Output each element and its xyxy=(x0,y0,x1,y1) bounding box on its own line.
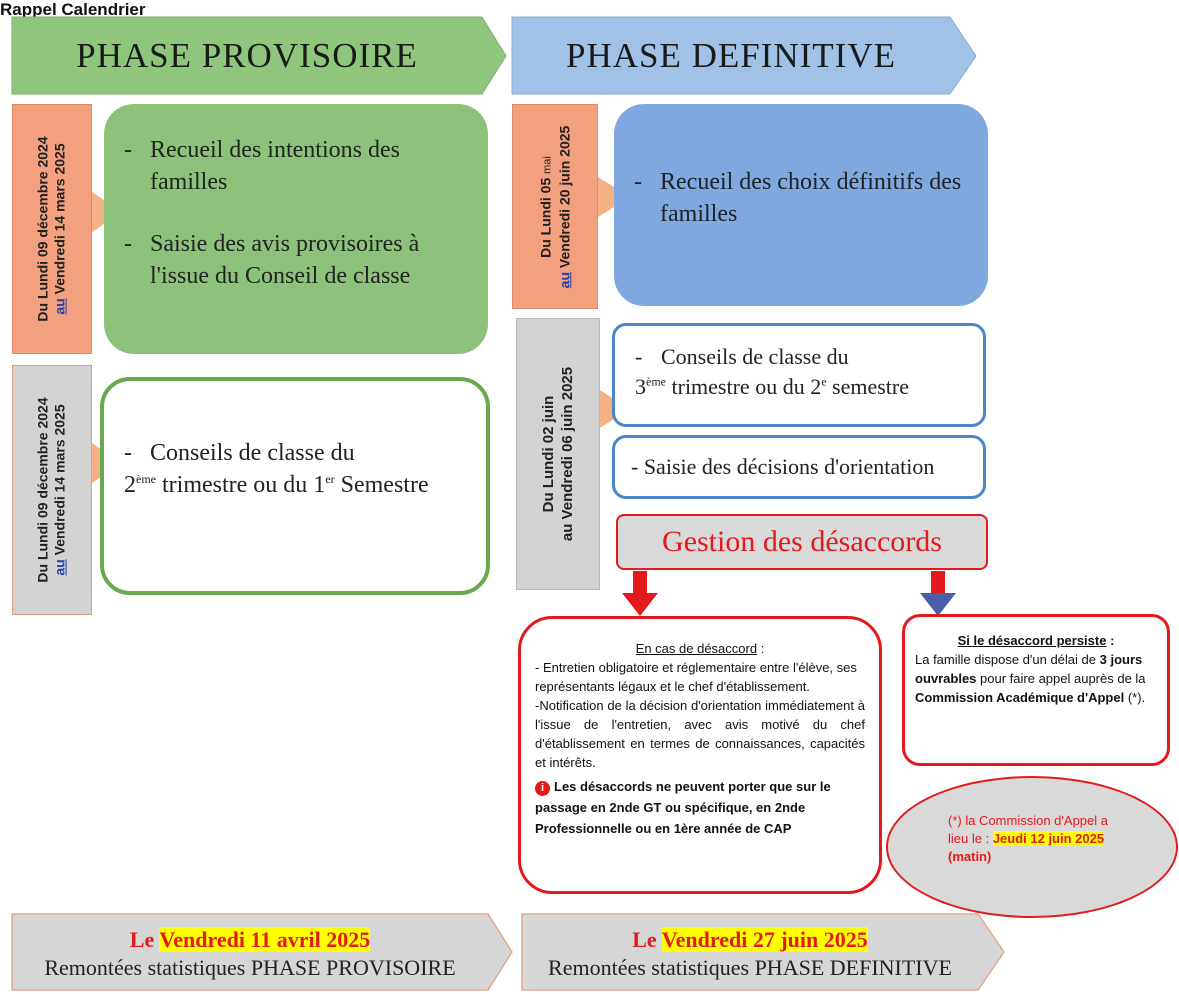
footer-right: Le Vendredi 27 juin 2025 Remontées stati… xyxy=(522,916,978,988)
list-item: - Saisie des décisions d'orientation xyxy=(631,454,935,479)
appeal-ellipse: (*) la Commission d'Appel a lieu le : Je… xyxy=(886,776,1178,918)
footer-left-text: Remontées statistiques PHASE PROVISOIRE xyxy=(44,955,456,980)
definitive-title: PHASE DEFINITIVE xyxy=(565,35,896,75)
list-item-cont: 2ème trimestre ou du 1er Semestre xyxy=(124,472,429,498)
provisoire-title: PHASE PROVISOIRE xyxy=(76,35,418,75)
arrow-down-left xyxy=(622,571,658,616)
list-item-cont: 3ème trimestre ou du 2e semestre xyxy=(635,374,909,399)
date-line: Vendredi 14 mars 2025 xyxy=(52,143,68,299)
date-line: Du Lundi 09 décembre 2024 xyxy=(35,397,51,583)
definitive-date-2: Du Lundi 02 juin au Vendredi 06 juin 202… xyxy=(516,318,600,590)
date-month: mai xyxy=(541,155,554,174)
provisoire-card-1: -Recueil des intentions des familles -Sa… xyxy=(104,104,488,354)
definitive-card-3: - Saisie des décisions d'orientation xyxy=(612,435,986,499)
date-prefix: au xyxy=(52,298,68,315)
date-line: Vendredi 14 mars 2025 xyxy=(52,404,68,560)
definitive-card-2: -Conseils de classe du 3ème trimestre ou… xyxy=(612,323,986,427)
footer-left: Le Vendredi 11 avril 2025 Remontées stat… xyxy=(12,916,488,988)
persist-heading: Si le désaccord persiste xyxy=(957,633,1107,648)
provisoire-date-1: Du Lundi 09 décembre 2024 au Vendredi 14… xyxy=(12,104,92,354)
list-item: Recueil des intentions des familles xyxy=(150,137,400,195)
case-heading: En cas de désaccord xyxy=(635,641,758,656)
date-prefix: au xyxy=(52,559,68,576)
footer-right-arrow xyxy=(521,913,1005,991)
provisoire-card-2: -Conseils de classe du 2ème trimestre ou… xyxy=(100,377,490,595)
date-line: au Vendredi 06 juin 2025 xyxy=(559,366,576,542)
info-icon: i xyxy=(535,781,550,796)
date-line: Du Lundi 02 juin xyxy=(540,395,557,513)
date-line: Du Lundi 09 décembre 2024 xyxy=(35,136,51,322)
date-line: Vendredi 20 juin 2025 xyxy=(556,125,573,272)
disagreement-persist-box: Si le désaccord persiste : La famille di… xyxy=(902,614,1170,766)
footer-right-text: Remontées statistiques PHASE DEFINITIVE xyxy=(548,955,952,980)
persist-paragraph: La famille dispose d'un délai de 3 jours… xyxy=(915,652,1146,705)
definitive-card-1: -Recueil des choix définitifs des famill… xyxy=(614,104,988,306)
list-item: Conseils de classe du xyxy=(150,440,355,466)
date-prefix: au xyxy=(556,271,573,288)
date-line: Du Lundi 05 xyxy=(537,173,554,258)
arrow-down-right xyxy=(920,571,956,616)
list-item: Conseils de classe du xyxy=(661,344,849,369)
definitive-date-1: Du Lundi 05 mai au Vendredi 20 juin 2025 xyxy=(512,104,598,309)
disagreement-case-box: En cas de désaccord : - Entretien obliga… xyxy=(518,616,882,894)
case-paragraph-2: -Notification de la décision d'orientati… xyxy=(535,698,865,770)
page-title: Rappel Calendrier xyxy=(0,0,146,19)
list-item: Recueil des choix définitifs des famille… xyxy=(660,169,962,227)
definitive-banner xyxy=(511,16,977,95)
disagreements-title: Gestion des désaccords xyxy=(616,514,988,570)
footer-left-arrow xyxy=(11,913,513,991)
provisoire-banner xyxy=(11,16,507,95)
case-paragraph-1: - Entretien obligatoire et réglementaire… xyxy=(535,660,857,694)
provisoire-date-2: Du Lundi 09 décembre 2024 au Vendredi 14… xyxy=(12,365,92,615)
list-item: Saisie des avis provisoires à l'issue du… xyxy=(150,231,420,289)
